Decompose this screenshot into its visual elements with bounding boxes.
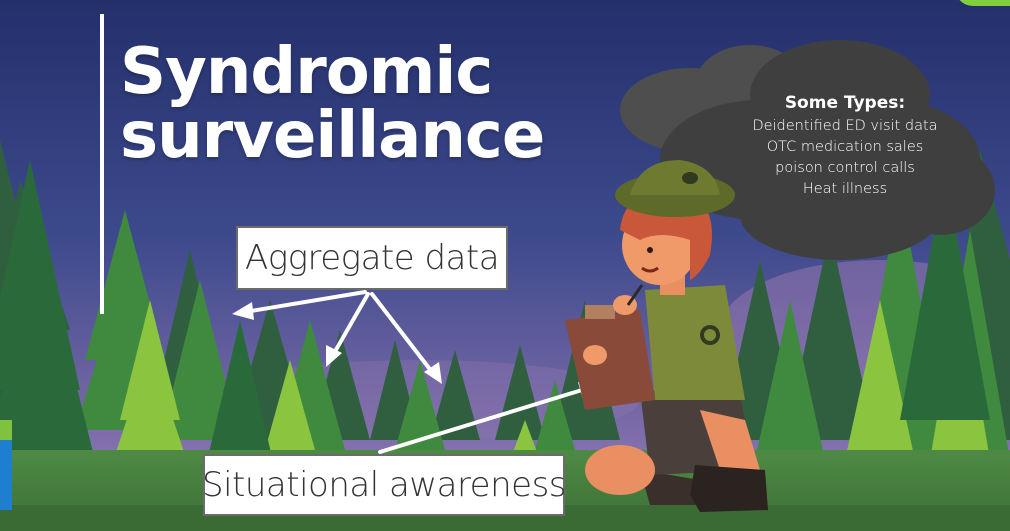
- page-title-line-1: Syndromic: [120, 35, 493, 109]
- title-divider-bar: [100, 14, 104, 314]
- types-heading: Some Types:: [784, 93, 906, 113]
- foreground-dark-trees: [0, 160, 990, 470]
- type-item-poison-control: poison control calls: [775, 160, 915, 176]
- situational-awareness-label: Situational awareness: [202, 454, 567, 516]
- type-item-heat-illness: Heat illness: [802, 181, 888, 197]
- types-callout: Some Types: Deidentified ED visit data O…: [720, 92, 970, 200]
- left-edge-accent-blue: [0, 440, 12, 510]
- park-ranger-illustration: [565, 160, 768, 512]
- aggregate-data-label: Aggregate data: [236, 226, 508, 290]
- corner-accent-shape: [955, 0, 1010, 6]
- page-title-line-2: surveillance: [120, 99, 545, 173]
- storm-cloud-icon: [620, 40, 995, 260]
- type-item-ed-visit: Deidentified ED visit data: [752, 118, 938, 134]
- type-item-otc-sales: OTC medication sales: [766, 139, 924, 155]
- left-edge-accent-green: [0, 420, 12, 440]
